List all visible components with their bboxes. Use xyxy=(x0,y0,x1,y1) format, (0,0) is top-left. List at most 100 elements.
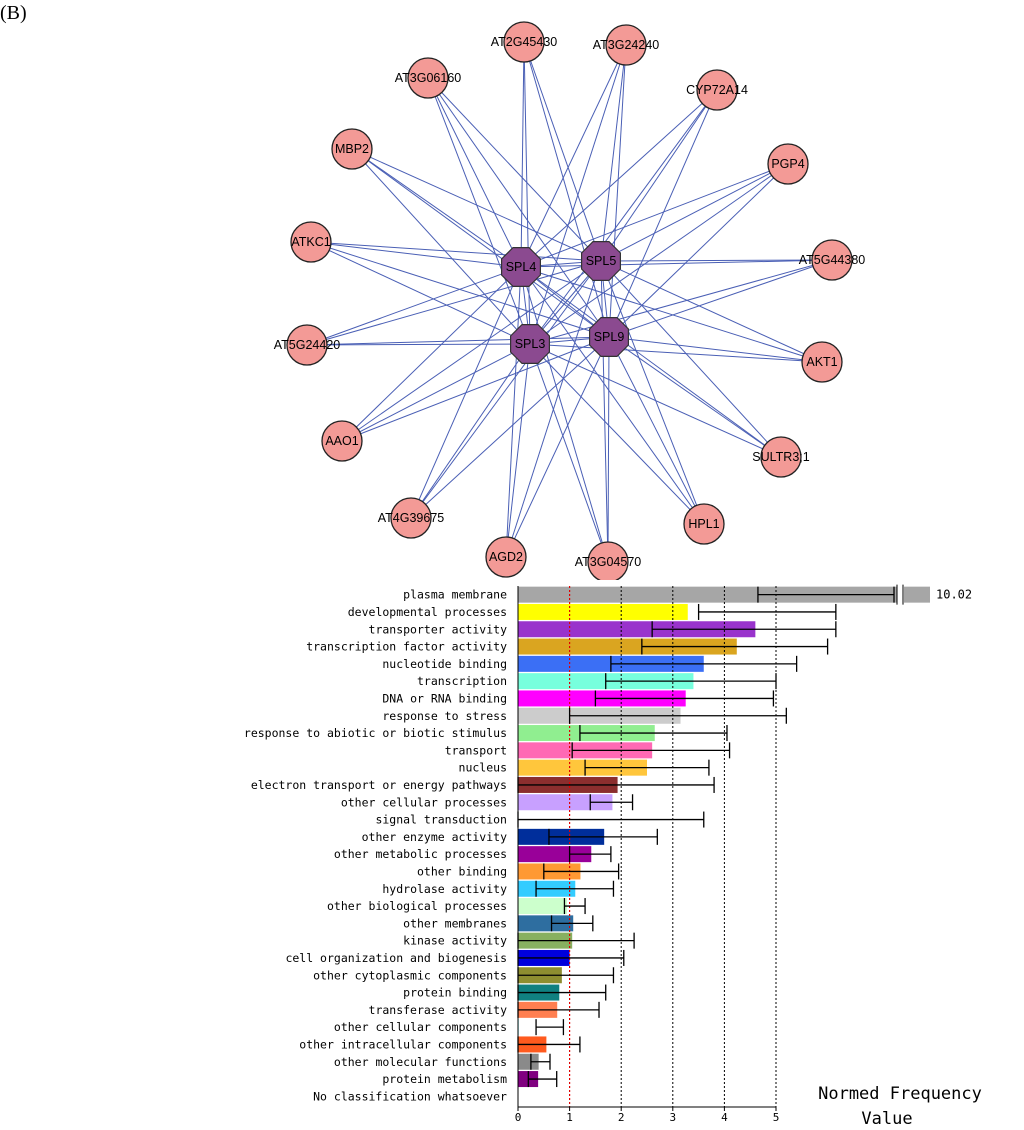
network-edge xyxy=(529,343,782,458)
category-label-dna-or-rna-binding: DNA or RNA binding xyxy=(382,691,507,705)
network-edge xyxy=(600,260,609,563)
category-label-response-to-stress: response to stress xyxy=(382,709,507,723)
gene-label: AT4G39675 xyxy=(378,511,445,525)
category-label-other-binding: other binding xyxy=(417,864,507,878)
category-label-other-enzyme-activity: other enzyme activity xyxy=(362,830,507,844)
bar-nucleus xyxy=(518,759,647,776)
hub-label: SPL9 xyxy=(594,330,625,344)
gene-label: AT3G24240 xyxy=(593,38,660,52)
error-bar-other-enzyme-activity xyxy=(548,828,658,845)
gene-label: AT3G06160 xyxy=(395,71,462,85)
network-edge xyxy=(306,343,531,346)
hub-label: SPL4 xyxy=(506,260,537,274)
bar-other-metabolic-processes xyxy=(518,846,592,863)
error-bar-nucleotide-binding xyxy=(610,655,798,672)
error-bar-developmental-processes xyxy=(697,603,837,620)
network-edge xyxy=(520,266,705,525)
network-edge xyxy=(410,260,602,519)
network-edge xyxy=(520,163,789,268)
category-label-other-cellular-components: other cellular components xyxy=(334,1020,507,1034)
break-value-label: 10.02 xyxy=(936,588,972,602)
bar-other-membranes xyxy=(518,915,574,932)
gene-label: CYP72A14 xyxy=(686,83,748,97)
network-edge xyxy=(523,41,610,338)
bar-other-cellular-processes xyxy=(518,794,613,811)
network-edge xyxy=(310,241,522,268)
gene-node-at3g06160 xyxy=(407,57,449,99)
category-label-transcription: transcription xyxy=(417,674,507,688)
network-edge xyxy=(520,89,718,268)
panel-label: (B) xyxy=(0,2,27,24)
network-edge xyxy=(520,44,627,268)
gene-node-hpl1 xyxy=(683,503,725,545)
network-edge xyxy=(608,89,718,338)
network-edge xyxy=(520,41,525,268)
category-label-cell-organization-and-biogenesis: cell organization and biogenesis xyxy=(285,951,507,965)
network-edge xyxy=(520,259,833,268)
network-edge xyxy=(608,336,782,458)
network-edge xyxy=(600,163,789,262)
gene-label: AT5G44380 xyxy=(799,253,866,267)
network-edge xyxy=(523,41,602,262)
error-bar-transcription xyxy=(605,673,777,690)
category-label-kinase-activity: kinase activity xyxy=(403,934,507,948)
network-edge xyxy=(310,241,610,338)
bar-other-molecular-functions xyxy=(518,1053,539,1070)
network-edge xyxy=(341,266,522,442)
network-edge xyxy=(520,266,609,563)
gene-node-at3g24240 xyxy=(605,24,647,66)
network-edge xyxy=(427,77,610,338)
error-bar-transport xyxy=(571,742,731,759)
error-bar-dna-or-rna-binding xyxy=(594,690,775,707)
gene-node-sultr3-1 xyxy=(760,436,802,478)
category-label-developmental-processes: developmental processes xyxy=(348,605,507,619)
network-edge xyxy=(310,241,602,262)
network-edge xyxy=(529,343,705,525)
gene-node-pgp4 xyxy=(767,143,809,185)
x-tick-label: 1 xyxy=(566,1111,573,1124)
x-tick-label: 3 xyxy=(669,1111,676,1124)
network-edge xyxy=(351,148,610,338)
bar-other-biological-processes xyxy=(518,898,568,915)
category-label-signal-transduction: signal transduction xyxy=(375,813,507,827)
category-label-transporter-activity: transporter activity xyxy=(369,622,508,636)
error-bar-transporter-activity xyxy=(651,621,837,638)
error-bar-other-biological-processes xyxy=(563,898,586,915)
category-label-other-biological-processes: other biological processes xyxy=(327,899,507,913)
category-label-transferase-activity: transferase activity xyxy=(369,1003,508,1017)
error-bar-other-cellular-components xyxy=(535,1019,565,1036)
gene-label: AT2G45430 xyxy=(491,35,558,49)
error-bar-other-membranes xyxy=(550,915,594,932)
category-label-hydrolase-activity: hydrolase activity xyxy=(382,882,507,896)
network-edge xyxy=(600,260,705,525)
gene-label: HPL1 xyxy=(688,517,719,531)
gene-label: MBP2 xyxy=(335,142,369,156)
gene-node-at5g24420 xyxy=(286,324,328,366)
error-bar-response-to-abiotic-or-biotic-stimulus xyxy=(579,725,728,742)
hub-label: SPL3 xyxy=(515,337,546,351)
category-label-other-membranes: other membranes xyxy=(403,916,507,930)
x-tick-label: 0 xyxy=(515,1111,522,1124)
error-bar-other-binding xyxy=(543,863,620,880)
network-edge xyxy=(608,44,627,338)
hub-node-spl4 xyxy=(501,247,542,287)
network-edge xyxy=(306,336,610,346)
error-bar-hydrolase-activity xyxy=(535,880,615,897)
error-bar-plasma-membrane xyxy=(757,586,895,603)
gene-node-at2g45430 xyxy=(503,21,545,63)
gene-node-at5g44380 xyxy=(811,239,853,281)
network-edge xyxy=(600,260,782,458)
network-edge xyxy=(600,44,627,262)
network-edge xyxy=(608,163,789,338)
error-bar-transcription-factor-activity xyxy=(641,638,829,655)
bar-transcription-factor-activity xyxy=(518,638,737,655)
network-edge xyxy=(427,77,531,345)
category-label-nucleotide-binding: nucleotide binding xyxy=(382,657,507,671)
network-edge xyxy=(608,259,833,338)
x-axis-title-line2: Value xyxy=(861,1109,912,1129)
gene-node-akt1 xyxy=(801,341,843,383)
x-axis-title-line1: Normed Frequency xyxy=(818,1084,982,1104)
